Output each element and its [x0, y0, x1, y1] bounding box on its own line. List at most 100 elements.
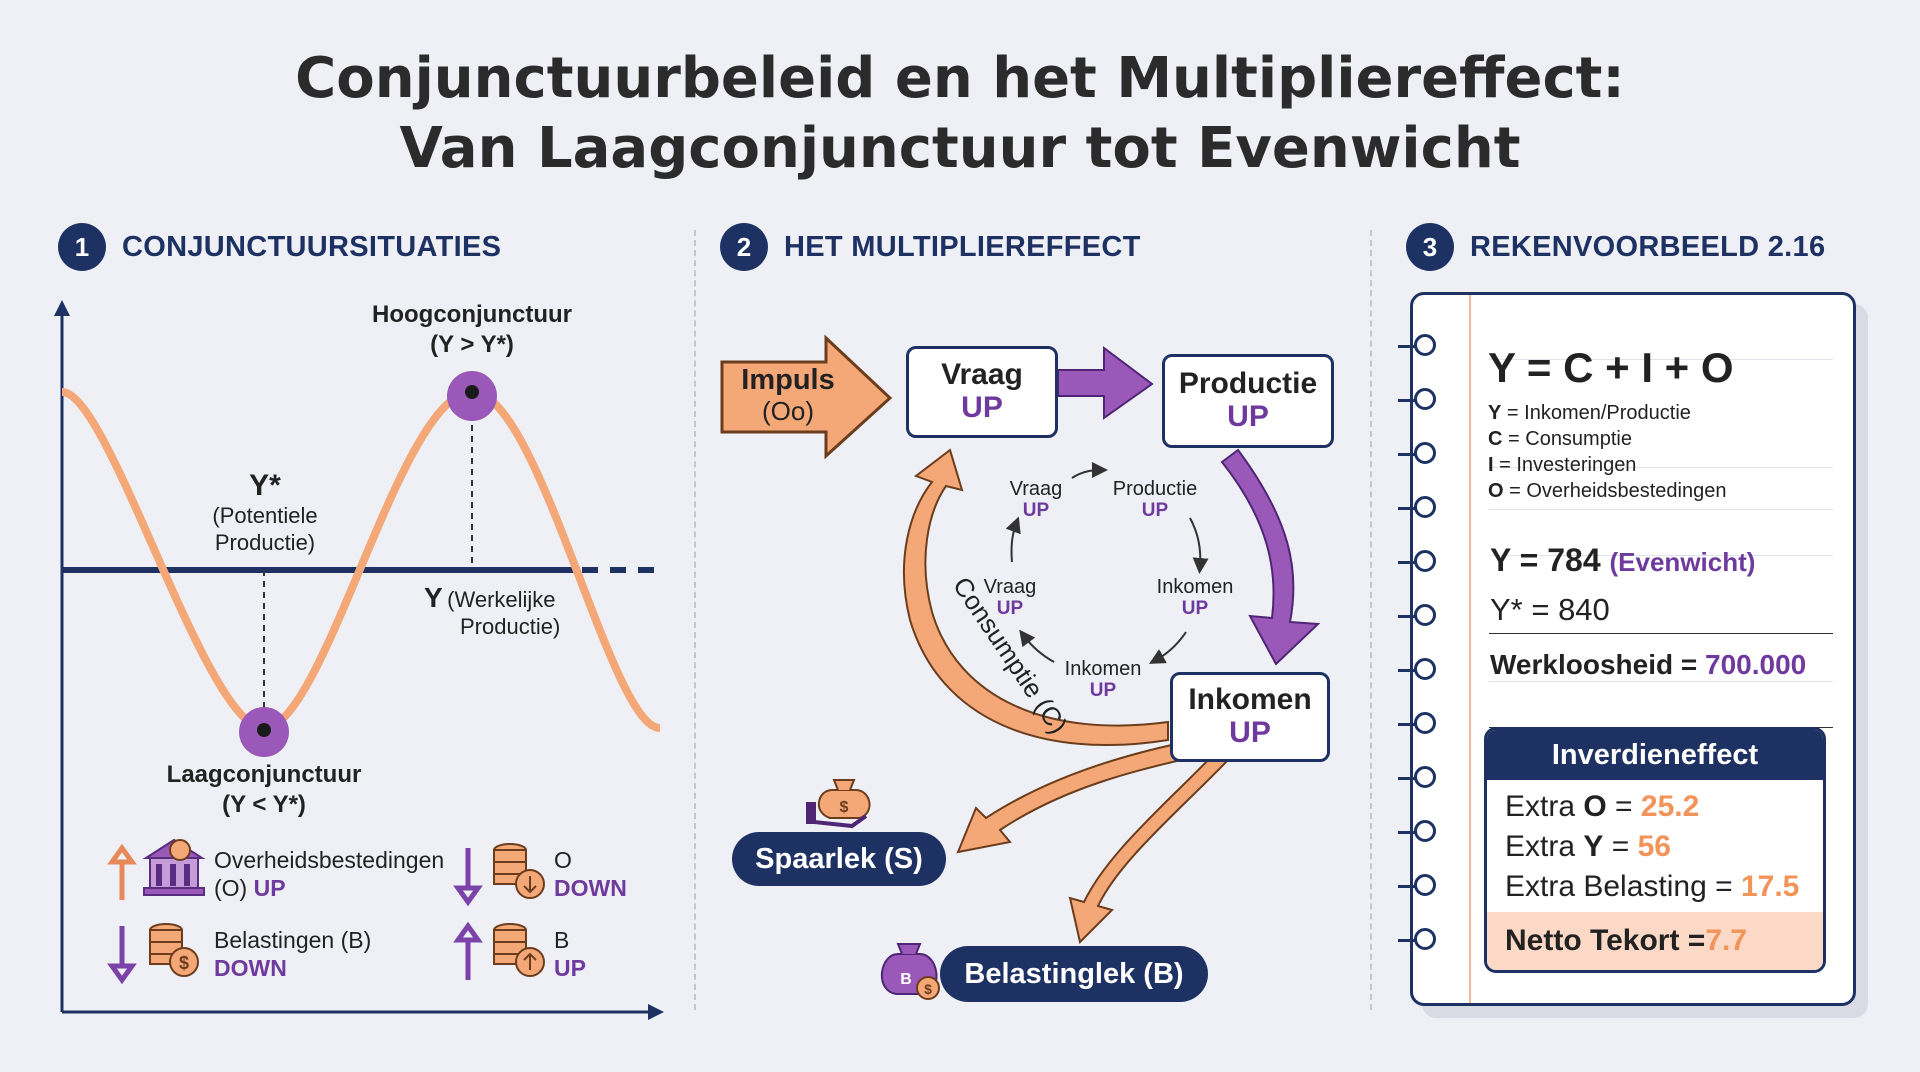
- ring-stem: [1398, 723, 1416, 726]
- tax-leak-arrow: [1068, 750, 1230, 944]
- potential-output-label: Y* (Potentiele Productie): [180, 470, 350, 556]
- ring-stem: [1398, 885, 1416, 888]
- inkomen-box: Inkomen UP: [1170, 672, 1330, 762]
- svg-text:$: $: [840, 799, 849, 816]
- inner-vraag-left-title: Vraag: [983, 576, 1037, 598]
- y-text-2: Productie): [460, 614, 561, 639]
- extra-b-value: 17.5: [1740, 870, 1800, 903]
- section-3-header: 3 REKENVOORBEELD 2.16: [1406, 222, 1825, 272]
- impulse-label: Impuls (Oo): [728, 364, 848, 426]
- arrow-down-icon: [453, 848, 483, 907]
- legend-line-1: O: [554, 847, 572, 873]
- extra-o-label: Extra: [1505, 790, 1584, 823]
- def-y: Y = Inkomen/Productie: [1488, 400, 1727, 426]
- notebook-rule: [1489, 509, 1833, 510]
- net-deficit-row: Netto Tekort = 7.7: [1487, 912, 1823, 970]
- legend-line-1: Belastingen (B): [214, 927, 372, 953]
- inkomen-title: Inkomen: [1188, 683, 1312, 716]
- section-2-header: 2 HET MULTIPLIEREFFECT: [720, 222, 1141, 272]
- peak-label: Hoogconjunctuur (Y > Y*): [352, 300, 592, 360]
- trough-label-line-2: (Y < Y*): [222, 791, 306, 818]
- def-i-sym: I: [1488, 454, 1494, 476]
- ring-stem: [1398, 669, 1416, 672]
- inner-productie-up: UP: [1141, 500, 1169, 521]
- ring-stem: [1398, 831, 1416, 834]
- impulse-arrow-icon: [720, 334, 893, 460]
- binder-ring: [1414, 766, 1436, 788]
- inner-arrow-2: [1189, 517, 1209, 574]
- arrow-up-icon: [107, 843, 137, 900]
- notebook-rule: [1489, 359, 1833, 360]
- binder-ring: [1414, 658, 1436, 680]
- trough-label: Laagconjunctuur (Y < Y*): [144, 760, 384, 820]
- definitions: Y = Inkomen/Productie C = Consumptie I =…: [1488, 400, 1727, 504]
- binder-ring: [1414, 550, 1436, 572]
- inner-inkomen-right-title: Inkomen: [1156, 576, 1234, 598]
- inner-inkomen-bottom: Inkomen UP: [1050, 658, 1156, 702]
- legend-direction: DOWN: [554, 875, 627, 901]
- inner-vraag-left: Vraag UP: [970, 576, 1050, 620]
- notebook-rule: [1489, 467, 1833, 468]
- y-text-1: (Werkelijke: [447, 587, 556, 612]
- binder-ring: [1414, 874, 1436, 896]
- section-3-title: REKENVOORBEELD 2.16: [1470, 230, 1826, 263]
- peak-label-line-1: Hoogconjunctuur: [372, 301, 572, 328]
- inner-vraag-top-up: UP: [1022, 500, 1050, 521]
- y-symbol: Y: [424, 582, 443, 613]
- consumption-loop-arrow: [903, 448, 1169, 746]
- productie-up: UP: [1227, 400, 1269, 433]
- formula: Y = C + I + O: [1488, 344, 1734, 391]
- inner-inkomen-right-up: UP: [1181, 598, 1209, 619]
- def-o: O = Overheidsbestedingen: [1488, 478, 1727, 504]
- unemployment-label: Werkloosheid =: [1490, 649, 1705, 680]
- extra-o-value: 25.2: [1640, 790, 1700, 823]
- section-1-number: 1: [58, 223, 106, 271]
- legend-line-1: Overheidsbestedingen: [214, 847, 445, 873]
- section-1-title: CONJUNCTUURSITUATIES: [122, 230, 502, 263]
- vraag-to-productie-arrow: [1057, 346, 1154, 420]
- def-c-text: = Consumptie: [1502, 428, 1632, 450]
- legend-item-taxes: Belastingen (B) DOWN: [214, 926, 371, 982]
- title-line-2: Van Laagconjunctuur tot Evenwicht: [399, 116, 1521, 181]
- unemployment-value: 700.000: [1705, 649, 1807, 680]
- ring-stem: [1398, 777, 1416, 780]
- actual-output-label: Y (Werkelijke Productie): [424, 582, 594, 640]
- inkomen-up: UP: [1229, 716, 1271, 749]
- extra-b-row: Extra Belasting = 17.5: [1505, 870, 1799, 904]
- peak-label-line-2: (Y > Y*): [430, 331, 514, 358]
- notebook-rule: [1489, 555, 1833, 556]
- equilibrium-line: Y = 784 (Evenwicht): [1490, 540, 1755, 582]
- inner-arrow-5: [1005, 516, 1021, 563]
- legend-direction: UP: [554, 955, 586, 981]
- def-c: C = Consumptie: [1488, 426, 1727, 452]
- savings-leak-arrow: [956, 736, 1220, 854]
- inverdieneffect-title: Inverdieneffect: [1487, 730, 1823, 780]
- extra-b-label: Extra Belasting =: [1505, 870, 1741, 903]
- binder-ring: [1414, 496, 1436, 518]
- net-deficit-value: 7.7: [1705, 924, 1748, 957]
- inner-vraag-top-title: Vraag: [1009, 478, 1063, 500]
- extra-y-value: 56: [1637, 830, 1671, 863]
- def-i-text: = Investeringen: [1493, 454, 1637, 476]
- inner-arrow-3: [1149, 631, 1187, 664]
- impulse-title: Impuls: [741, 364, 835, 396]
- binder-ring: [1414, 334, 1436, 356]
- def-c-sym: C: [1488, 428, 1503, 450]
- extra-o-eq: =: [1606, 790, 1641, 823]
- legend-direction: UP: [253, 875, 286, 901]
- inner-productie-title: Productie: [1112, 478, 1198, 500]
- unemployment-line: Werkloosheid = 700.000: [1490, 648, 1806, 682]
- vraag-up: UP: [961, 391, 1003, 424]
- extra-o-row: Extra O = 25.2: [1505, 790, 1699, 824]
- legend-graphics: $: [107, 838, 545, 985]
- multiplier-graphics: $ B $: [720, 334, 1321, 1000]
- vraag-box: Vraag UP: [906, 346, 1058, 438]
- potential-line: Y* = 840: [1490, 592, 1610, 627]
- savings-leak-pill: Spaarlek (S): [732, 832, 946, 886]
- title-line-1: Conjunctuurbeleid en het Multipliereffec…: [295, 46, 1625, 111]
- arrow-up-icon-2: [453, 921, 483, 980]
- legend-item-o-down: O DOWN: [554, 846, 627, 902]
- vraag-title: Vraag: [941, 358, 1023, 391]
- section-1-header: 1 CONJUNCTUURSITUATIES: [58, 222, 501, 272]
- binder-ring: [1414, 604, 1436, 626]
